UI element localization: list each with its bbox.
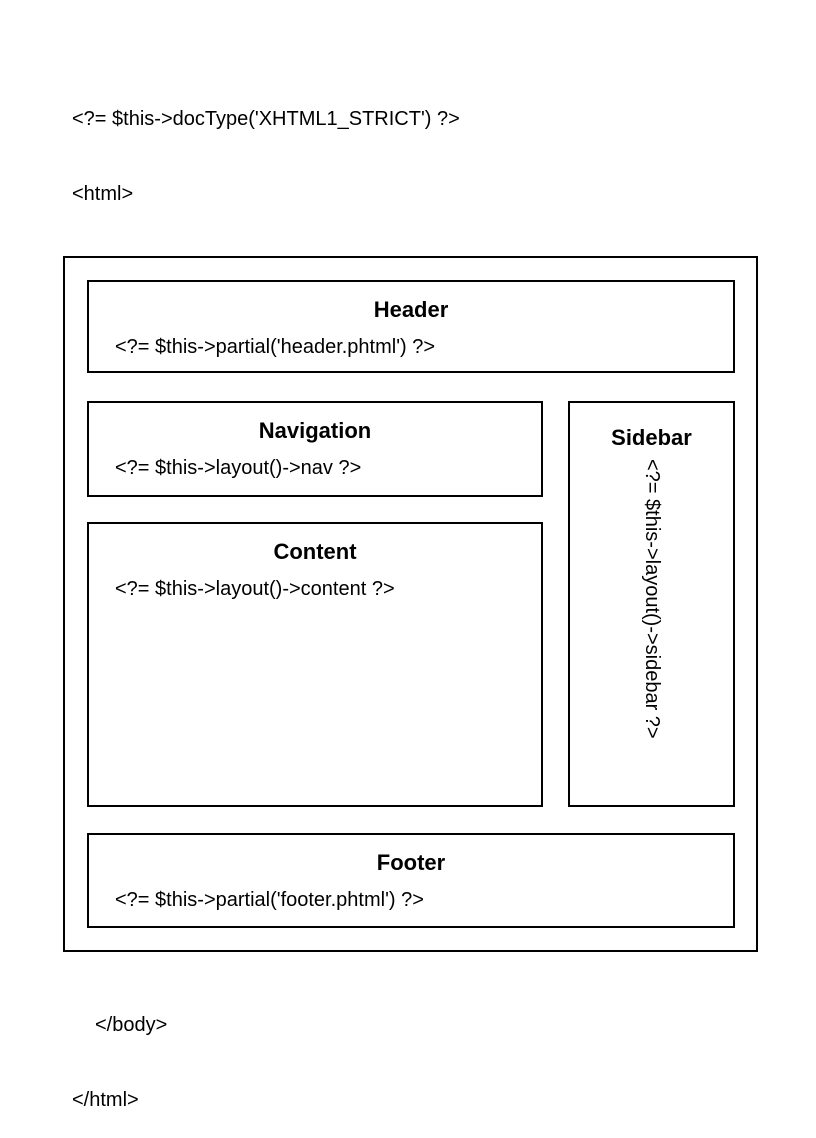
footer-box: Footer <?= $this->partial('footer.phtml'…	[87, 833, 735, 928]
content-title: Content	[273, 539, 357, 564]
sidebar-title: Sidebar	[611, 425, 692, 450]
content-box: Content <?= $this->layout()->content ?>	[87, 522, 543, 807]
footer-partial-code: <?= $this->partial('footer.phtml') ?>	[115, 889, 424, 911]
header-title: Header	[373, 297, 449, 322]
navigation-title: Navigation	[258, 418, 372, 443]
navigation-box: Navigation <?= $this->layout()->nav ?>	[87, 401, 543, 497]
code-line-doctype: <?= $this->docType('XHTML1_STRICT') ?>	[72, 108, 460, 130]
code-line-html-close: </html>	[72, 1089, 139, 1111]
sidebar-layout-code-vertical: <?= $this->layout()->sidebar ?>	[641, 459, 663, 739]
content-layout-code: <?= $this->layout()->content ?>	[115, 578, 395, 600]
bottom-code-block: </body> </html>	[72, 963, 167, 1138]
header-box: Header <?= $this->partial('header.phtml'…	[87, 280, 735, 373]
footer-title: Footer	[376, 850, 446, 875]
code-line-body-close: </body>	[95, 1014, 168, 1036]
navigation-layout-code: <?= $this->layout()->nav ?>	[115, 457, 362, 479]
body-outline-box: Header <?= $this->partial('header.phtml'…	[63, 256, 758, 952]
code-line-html-open: <html>	[72, 183, 134, 205]
header-partial-code: <?= $this->partial('header.phtml') ?>	[115, 336, 436, 358]
sidebar-box: Sidebar <?= $this->layout()->sidebar ?>	[568, 401, 735, 807]
